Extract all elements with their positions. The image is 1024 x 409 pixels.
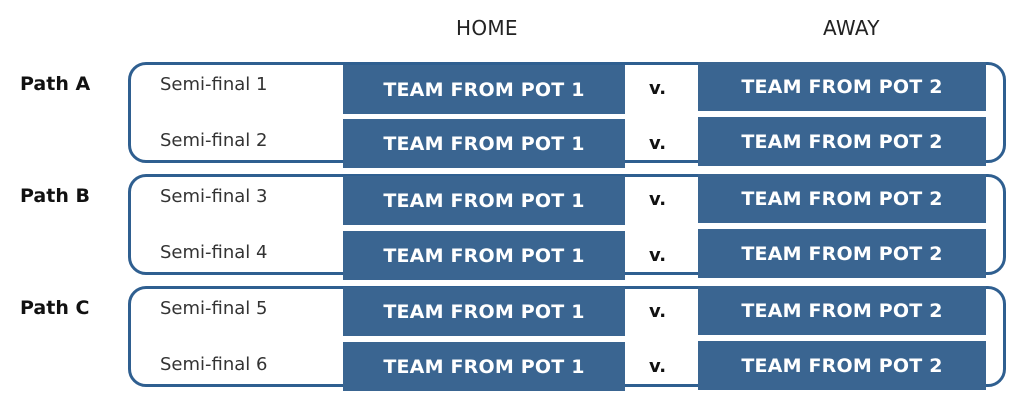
semi-final-label: Semi-final 2 <box>160 130 268 151</box>
path-label-a: Path A <box>20 73 91 95</box>
home-team-box: TEAM FROM POT 1 <box>343 65 625 114</box>
away-team-box: TEAM FROM POT 2 <box>698 341 986 390</box>
home-team-box: TEAM FROM POT 1 <box>343 176 625 225</box>
away-team-box: TEAM FROM POT 2 <box>698 117 986 166</box>
semi-final-label: Semi-final 6 <box>160 354 268 375</box>
home-team-box: TEAM FROM POT 1 <box>343 231 625 280</box>
away-team-box: TEAM FROM POT 2 <box>698 286 986 335</box>
versus-label: v. <box>649 356 667 377</box>
semi-final-label: Semi-final 3 <box>160 186 268 207</box>
versus-label: v. <box>649 78 667 99</box>
away-team-box: TEAM FROM POT 2 <box>698 174 986 223</box>
semi-final-label: Semi-final 4 <box>160 242 268 263</box>
home-team-box: TEAM FROM POT 1 <box>343 342 625 391</box>
away-team-box: TEAM FROM POT 2 <box>698 62 986 111</box>
home-team-box: TEAM FROM POT 1 <box>343 119 625 168</box>
versus-label: v. <box>649 189 667 210</box>
path-label-c: Path C <box>20 297 90 319</box>
versus-label: v. <box>649 301 667 322</box>
away-team-box: TEAM FROM POT 2 <box>698 229 986 278</box>
versus-label: v. <box>649 133 667 154</box>
col-header-away: AWAY <box>823 16 880 40</box>
home-team-box: TEAM FROM POT 1 <box>343 287 625 336</box>
col-header-home: HOME <box>456 16 518 40</box>
versus-label: v. <box>649 245 667 266</box>
path-label-b: Path B <box>20 185 90 207</box>
semi-final-label: Semi-final 5 <box>160 298 268 319</box>
semi-final-label: Semi-final 1 <box>160 74 268 95</box>
